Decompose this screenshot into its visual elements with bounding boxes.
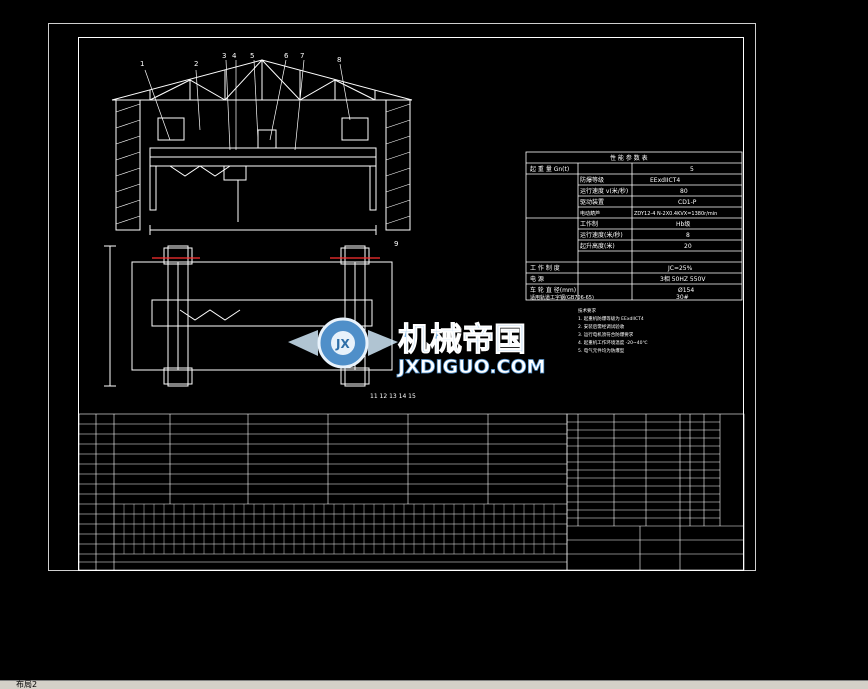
svg-text:Hb级: Hb级 <box>676 220 690 228</box>
svg-text:Ø154: Ø154 <box>678 287 694 294</box>
svg-text:2. 安装后需经调试验收: 2. 安装后需经调试验收 <box>578 323 625 330</box>
svg-text:起 重 量 Gn(t): 起 重 量 Gn(t) <box>530 165 569 173</box>
svg-text:80: 80 <box>680 188 688 195</box>
watermark-cn: 机械帝国 <box>398 320 526 358</box>
label-7: 7 <box>300 52 304 60</box>
elevation-view <box>111 59 413 235</box>
label-1: 1 <box>140 60 144 68</box>
dimension-table <box>78 413 568 571</box>
layout-tab-bar: 布局2 <box>0 680 868 689</box>
label-9: 9 <box>394 240 398 248</box>
svg-text:起升高度(米): 起升高度(米) <box>580 242 615 250</box>
parts-list <box>566 413 745 571</box>
left-wall <box>115 99 141 231</box>
svg-text:JX: JX <box>335 337 350 351</box>
svg-text:电动葫芦: 电动葫芦 <box>580 210 600 217</box>
svg-text:3相 50HZ 550V: 3相 50HZ 550V <box>660 275 706 283</box>
watermark-en: JXDIGUO.COM <box>396 356 546 378</box>
svg-text:工 作 制 度: 工 作 制 度 <box>530 264 560 272</box>
layout-tab[interactable]: 布局2 <box>16 680 38 689</box>
params-title: 性 能 参 数 表 <box>610 154 648 162</box>
svg-text:运行速度 v(米/秒): 运行速度 v(米/秒) <box>580 187 628 195</box>
svg-text:JC=25%: JC=25% <box>667 265 693 272</box>
svg-text:电 源: 电 源 <box>530 275 544 283</box>
drawing-frame <box>78 37 744 571</box>
svg-text:5. 电气元件均为防爆型: 5. 电气元件均为防爆型 <box>578 347 625 354</box>
params-table <box>525 151 743 301</box>
svg-text:CD1-P: CD1-P <box>678 199 697 206</box>
svg-text:3. 运行电机须符合防爆要求: 3. 运行电机须符合防爆要求 <box>578 331 634 338</box>
label-3: 3 <box>222 52 226 60</box>
dimension-grid <box>123 504 555 554</box>
plan-girder <box>151 299 373 327</box>
svg-text:20: 20 <box>684 243 692 250</box>
svg-text:8: 8 <box>686 232 690 239</box>
label-5: 5 <box>250 52 254 60</box>
plan-view <box>104 245 393 387</box>
svg-text:车 轮 直 径(mm): 车 轮 直 径(mm) <box>530 286 576 294</box>
svg-text:适用轨道工字钢(GB706-65): 适用轨道工字钢(GB706-65) <box>530 294 594 301</box>
label-2: 2 <box>194 60 198 68</box>
svg-text:EExdIICT4: EExdIICT4 <box>650 177 680 184</box>
hoist <box>223 165 247 181</box>
svg-text:驱动装置: 驱动装置 <box>580 198 604 206</box>
label-4: 4 <box>232 52 237 60</box>
svg-text:工作制: 工作制 <box>580 220 598 228</box>
svg-text:4. 起重机工作环境温度 -20~40℃: 4. 起重机工作环境温度 -20~40℃ <box>578 339 648 346</box>
right-wall <box>385 99 411 231</box>
svg-text:防爆等级: 防爆等级 <box>580 176 604 184</box>
svg-text:ZDY12-4 N-2X0.4KVX=1380r/min: ZDY12-4 N-2X0.4KVX=1380r/min <box>634 211 717 217</box>
svg-text:30#: 30# <box>676 294 689 301</box>
svg-text:技术要求: 技术要求 <box>578 307 596 314</box>
tech-notes: 技术要求 1. 起重机防爆等级为 EExdIICT4 2. 安装后需经调试验收 … <box>578 307 648 354</box>
label-8: 8 <box>337 56 341 64</box>
watermark: JX 机械帝国 JXDIGUO.COM <box>288 317 546 378</box>
svg-text:5: 5 <box>690 166 694 173</box>
svg-text:运行速度(米/秒): 运行速度(米/秒) <box>580 231 623 239</box>
labels-11-15: 11 12 13 14 15 <box>370 393 416 400</box>
label-6: 6 <box>284 52 289 60</box>
svg-text:1. 起重机防爆等级为 EExdIICT4: 1. 起重机防爆等级为 EExdIICT4 <box>578 315 644 322</box>
